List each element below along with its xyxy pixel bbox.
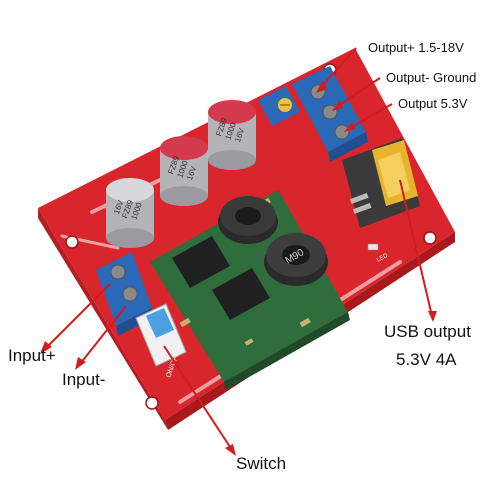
annotation-arrows bbox=[40, 47, 437, 456]
label-usb-spec: 5.3V 4A bbox=[396, 350, 457, 369]
usb-port bbox=[342, 138, 420, 228]
label-output-minus: Output- Ground bbox=[386, 70, 477, 85]
label-output-plus: Output+ 1.5-18V bbox=[368, 40, 464, 55]
label-input-minus: Input- bbox=[62, 370, 106, 389]
capacitor-2: FZ89 1000 16V bbox=[160, 136, 208, 206]
label-output-5-3v: Output 5.3V bbox=[398, 96, 468, 111]
inductor-2: M90 bbox=[264, 233, 328, 286]
label-input-plus: Input+ bbox=[8, 346, 56, 365]
label-switch: Switch bbox=[236, 454, 287, 473]
inductor-1 bbox=[218, 196, 278, 244]
led-silkscreen-label: LED bbox=[376, 252, 390, 263]
potentiometer bbox=[258, 86, 300, 126]
capacitor-3: FZ89 1000 16V bbox=[208, 100, 256, 170]
input-terminal-block bbox=[96, 252, 154, 336]
power-switch: ON/OFF bbox=[135, 303, 187, 379]
capacitor-1: FZ89 1000 16V bbox=[106, 178, 154, 248]
led: LED bbox=[367, 243, 390, 264]
label-usb-output: USB output bbox=[384, 322, 471, 341]
